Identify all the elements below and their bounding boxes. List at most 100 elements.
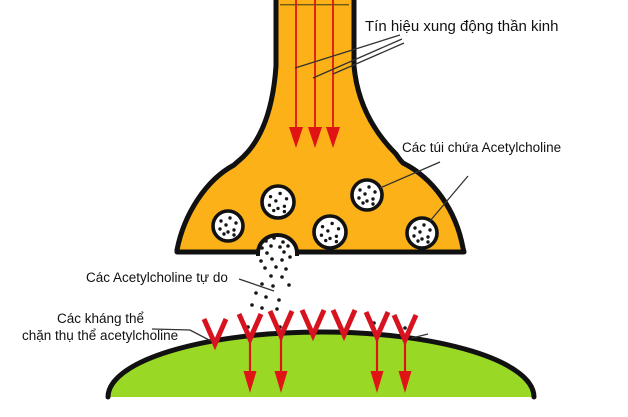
ach-molecule-dot — [271, 284, 275, 288]
fused-vesicle-pocket — [256, 233, 299, 256]
vesicle-ach-dot — [367, 185, 371, 189]
vesicle-ach-dot — [324, 238, 328, 243]
impulse-arrowhead — [308, 127, 322, 148]
vesicle-ach-dot — [218, 227, 222, 231]
ach-molecule-dot — [270, 257, 274, 261]
vesicle-ach-dot — [319, 233, 324, 237]
label-free-acetylcholine: Các Acetylcholine tự do — [86, 270, 228, 285]
free-acetylcholine-dots — [246, 236, 407, 330]
antibody-marker — [363, 310, 391, 344]
vesicle-ach-dot — [274, 199, 278, 203]
ach-molecule-dot — [269, 244, 273, 248]
vesicle-ach-dot — [284, 197, 289, 201]
vesicle-ach-dot — [328, 236, 332, 241]
vesicle-ach-dot — [232, 233, 236, 237]
vesicle-ach-dot — [416, 239, 420, 243]
ach-molecule-dot — [278, 245, 282, 249]
ach-molecule-dot — [280, 275, 284, 279]
vesicle — [405, 216, 439, 250]
impulse-arrowhead — [326, 127, 340, 148]
receptor-arrowhead — [398, 371, 412, 393]
leader-line — [411, 333, 429, 339]
vesicle-ach-dot — [334, 239, 339, 244]
vesicle-ach-dot — [282, 209, 287, 214]
leader-line — [151, 328, 212, 342]
vesicle-ach-dot — [336, 227, 341, 231]
ach-molecule-dot — [272, 236, 276, 240]
ach-molecule-dot — [286, 244, 290, 248]
ach-molecule-dot — [274, 265, 278, 269]
vesicle-ach-dot — [371, 197, 375, 201]
vesicle-ach-dot — [272, 208, 276, 213]
ach-molecule-dot — [264, 295, 268, 299]
ach-molecule-dot — [263, 266, 267, 270]
vesicle-ach-dot — [361, 201, 365, 205]
antibody-marker — [267, 309, 295, 343]
antibody-marker — [391, 313, 419, 347]
vesicle-ach-dot — [334, 234, 339, 238]
antibody-marker — [330, 308, 358, 342]
vesicle — [211, 209, 245, 243]
label-nerve-impulse: Tín hiệu xung động thần kinh — [365, 18, 558, 35]
antibody-marker — [299, 308, 327, 342]
vesicle-ach-dot — [373, 190, 377, 194]
vesicle-ach-dot — [219, 219, 223, 223]
blocked-signal-arrows — [243, 334, 412, 393]
vesicle-ach-dot — [426, 235, 430, 239]
leader-line — [332, 42, 405, 75]
antibody-marker — [201, 317, 229, 351]
ach-molecule-dot — [250, 303, 254, 307]
leader-lines — [151, 34, 469, 342]
vesicle-ach-dot — [371, 202, 375, 206]
ach-molecule-dot — [284, 267, 288, 271]
label-antibodies-line2: chặn thụ thể acetylcholine — [22, 328, 178, 343]
vesicle-ach-dot — [330, 221, 334, 226]
ach-molecule-dot — [277, 298, 281, 302]
nerve-impulse-arrows — [289, 0, 340, 148]
antibody-marker — [236, 312, 264, 346]
acetylcholine-vesicles — [211, 178, 439, 250]
impulse-arrowhead — [289, 127, 303, 148]
ach-molecule-dot — [260, 246, 264, 250]
vesicle-ach-dot — [418, 230, 422, 234]
ach-molecule-dot — [265, 251, 269, 255]
vesicle-ach-dot — [426, 240, 430, 244]
antibody-markers — [201, 308, 419, 351]
vesicle-ach-dot — [363, 192, 367, 196]
vesicle — [350, 178, 384, 212]
vesicle-ach-dot — [226, 230, 230, 234]
vesicle-ach-dot — [228, 216, 232, 220]
leader-line — [312, 38, 403, 79]
vesicle-ach-dot — [267, 203, 272, 207]
ach-molecule-dot — [264, 239, 268, 243]
vesicle-ach-dot — [268, 194, 273, 199]
vesicle-ach-dot — [420, 237, 424, 241]
vesicle-ach-dot — [232, 228, 236, 232]
vesicle-ach-dot — [326, 229, 330, 233]
label-antibodies-line1: Các kháng thể — [57, 311, 144, 326]
ach-molecule-dot — [287, 283, 291, 287]
vesicle-ach-dot — [234, 221, 238, 225]
vesicle-ach-dot — [413, 226, 417, 230]
leader-line — [379, 161, 441, 189]
vesicle-ach-dot — [282, 204, 287, 208]
leader-line — [238, 278, 275, 292]
vesicle-ach-dot — [365, 199, 369, 203]
axon-terminal-shape — [174, 0, 467, 255]
ach-molecule-dot — [282, 250, 286, 254]
vesicle-ach-dot — [320, 224, 325, 229]
ach-molecule-dot — [275, 307, 279, 311]
receptor-arrowhead — [243, 371, 257, 393]
ach-molecule-dot — [269, 274, 273, 278]
ach-molecule-dot — [280, 258, 284, 262]
ach-molecule-dot — [259, 259, 263, 263]
vesicle-ach-dot — [358, 188, 362, 192]
vesicle-ach-dot — [428, 228, 432, 232]
vesicle-ach-dot — [422, 223, 426, 227]
vesicle-ach-dot — [412, 234, 416, 238]
vesicle-ach-dot — [278, 191, 282, 196]
vesicle-ach-dot — [357, 196, 361, 200]
receptor-arrowhead — [370, 371, 384, 393]
